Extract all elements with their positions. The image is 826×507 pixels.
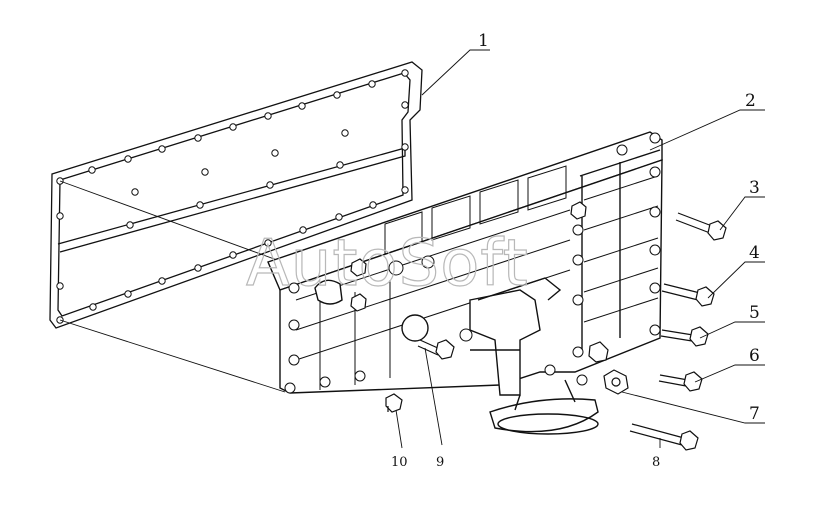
leader-lines (395, 49, 765, 449)
callout-3: 3 (749, 178, 760, 198)
leader-3 (719, 196, 765, 231)
pickup-tube (470, 277, 562, 351)
leader-5 (699, 321, 765, 339)
callout-1: 1 (478, 31, 489, 51)
callout-labels: 1 2 3 4 5 6 7 8 9 10 (391, 31, 760, 470)
bolt-8 (629, 423, 699, 451)
leader-4 (707, 261, 765, 299)
bolt-10 (385, 393, 403, 413)
drain-opening (401, 314, 429, 342)
leader-1 (421, 49, 490, 96)
dipstick-boss (314, 279, 343, 305)
gasket-crossbar (57, 147, 406, 253)
watermark: AutoSoft (246, 227, 529, 301)
callout-10: 10 (391, 455, 408, 470)
callout-2: 2 (745, 91, 756, 111)
leader-10 (395, 409, 403, 449)
leader-6 (694, 364, 765, 383)
sump-bolt-bosses (284, 132, 661, 394)
leader-7 (621, 391, 765, 424)
callout-6: 6 (749, 346, 760, 366)
alignment-lines (59, 180, 289, 393)
strainer-neck (514, 379, 576, 411)
gasket-outline (49, 61, 423, 329)
oil-sump (267, 131, 663, 435)
bolts (385, 212, 727, 451)
strainer-base (497, 413, 599, 435)
callout-9: 9 (436, 455, 444, 470)
leader-2 (649, 109, 765, 151)
pump-housing (469, 289, 541, 396)
sump-nuts (350, 201, 609, 363)
bolt-7 (603, 369, 629, 395)
bolt-6 (658, 371, 703, 392)
callout-5: 5 (749, 303, 760, 323)
bolt-3 (675, 212, 727, 241)
bolt-5 (660, 326, 709, 347)
bolt-9 (417, 339, 455, 360)
bolt-4 (661, 283, 715, 307)
gasket-bolt-holes (56, 69, 409, 324)
callout-7: 7 (749, 404, 760, 424)
callout-8: 8 (652, 455, 660, 470)
callout-4: 4 (749, 243, 760, 263)
sump-top-flange (267, 131, 663, 291)
leader-9 (424, 347, 443, 446)
oil-strainer (489, 398, 599, 433)
gasket (49, 61, 423, 329)
sump-front-face (279, 159, 663, 394)
